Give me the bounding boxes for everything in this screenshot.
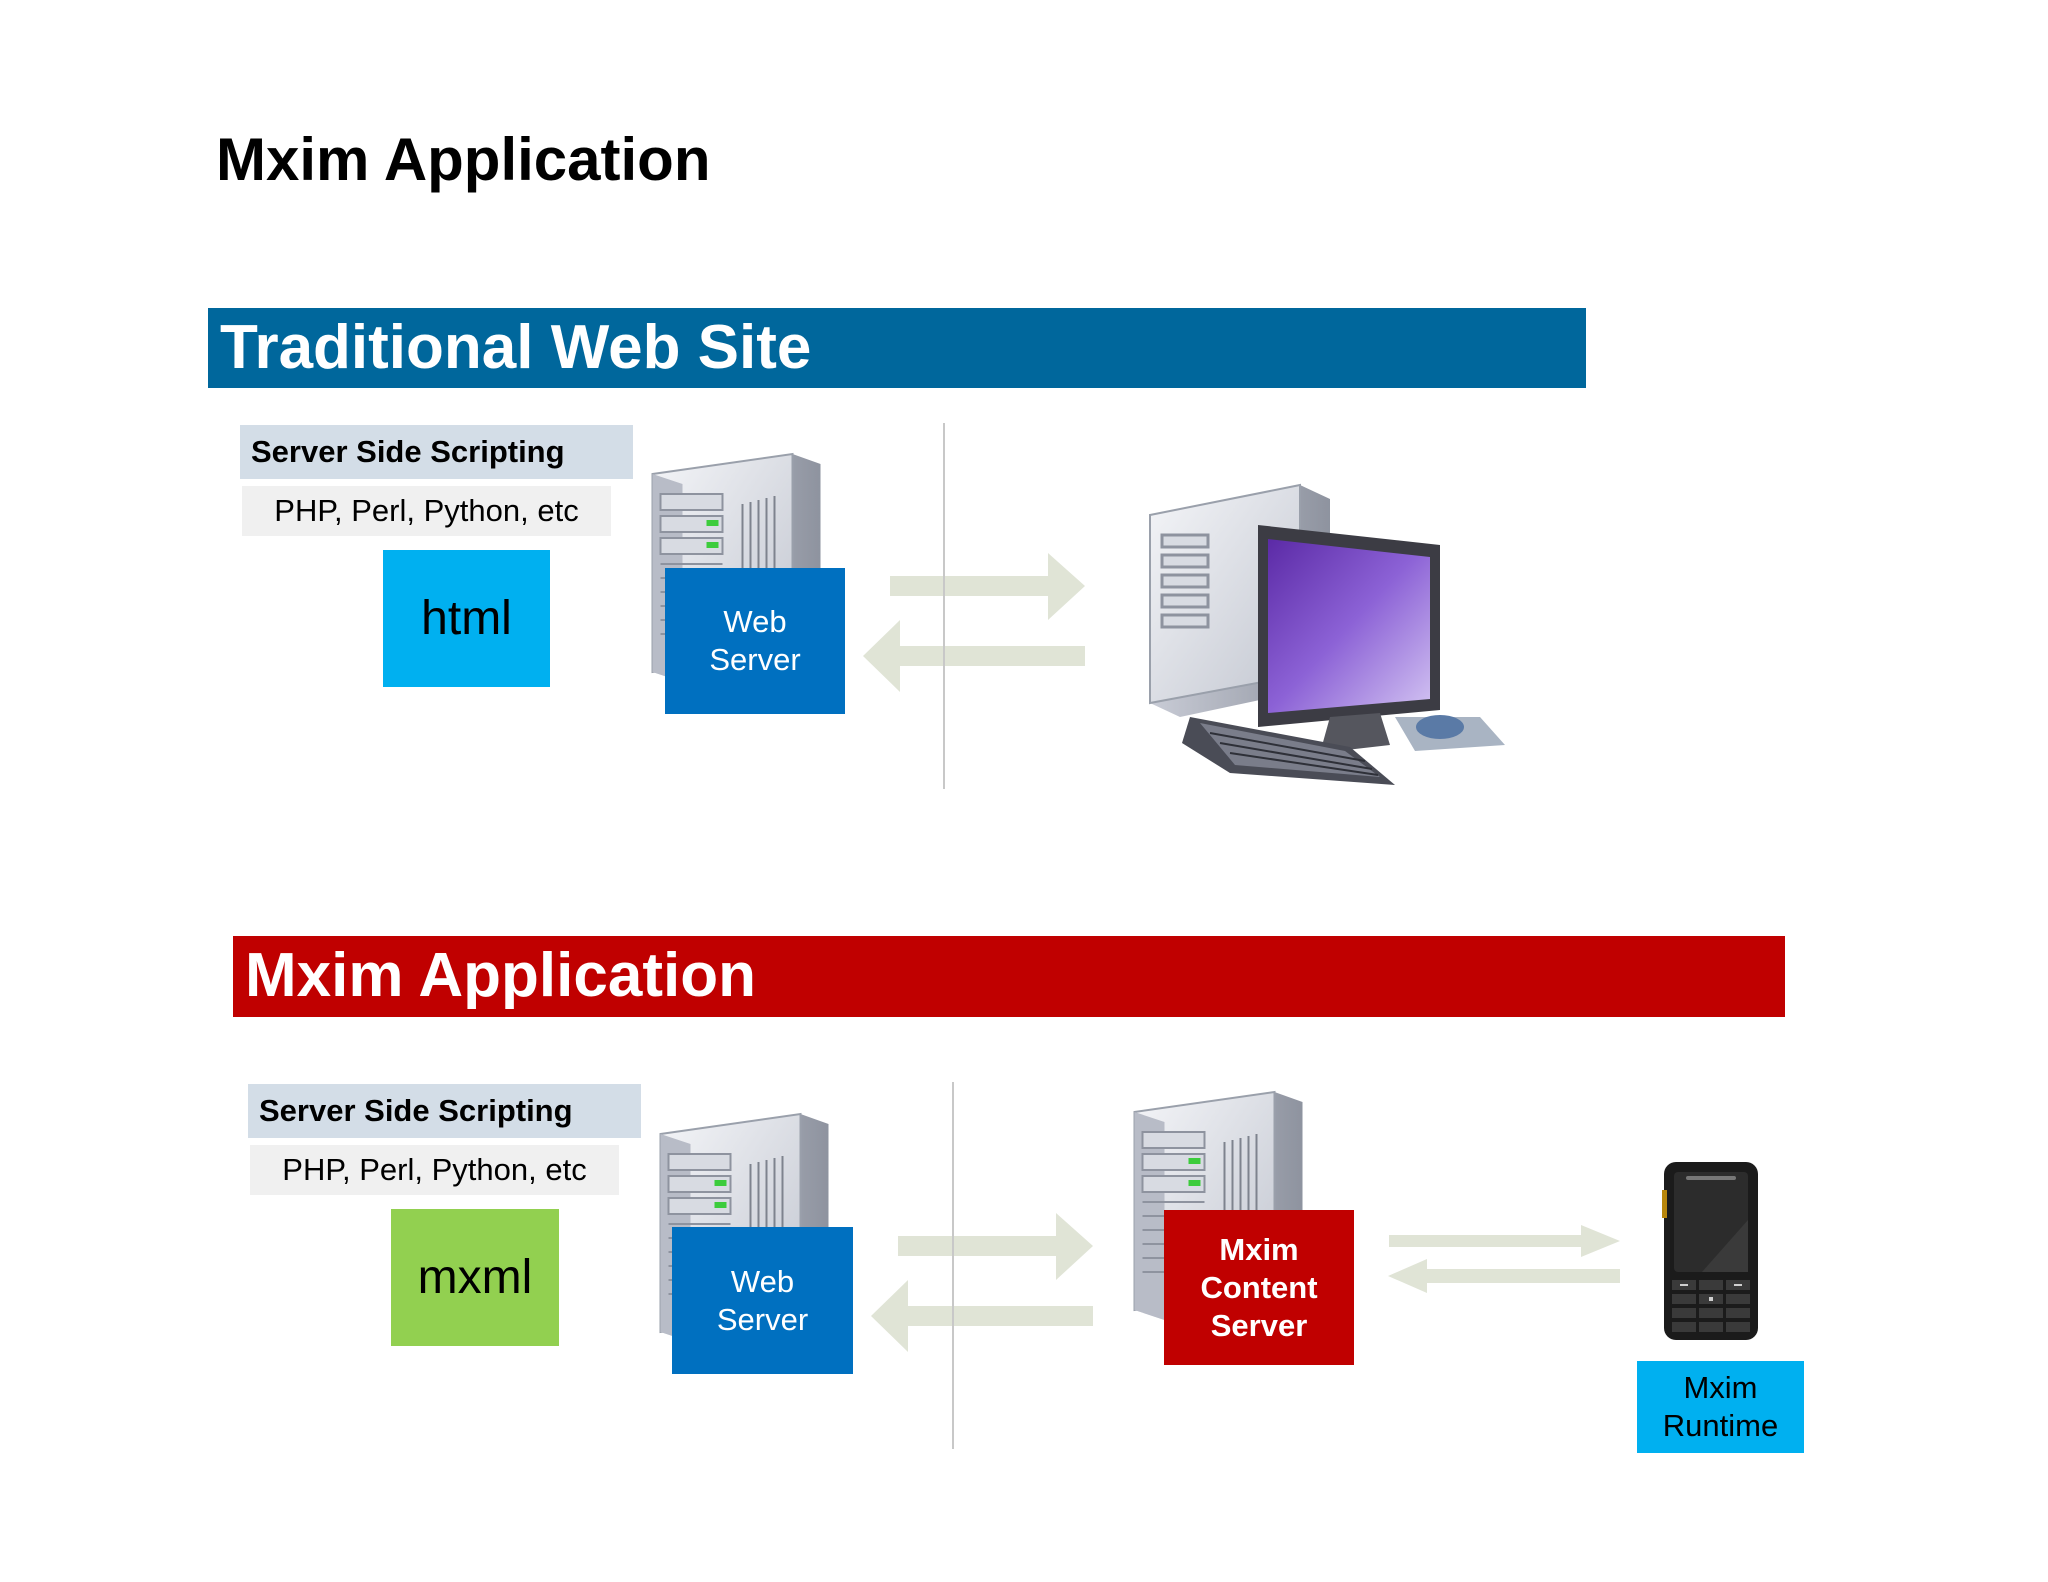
html-tag-label: html	[421, 592, 512, 645]
server-side-scripting-label: Server Side Scripting	[248, 1084, 641, 1138]
web-server-box: Web Server	[672, 1227, 853, 1374]
runtime-label-line2: Runtime	[1662, 1408, 1779, 1443]
desktop-computer-icon	[1149, 483, 1505, 785]
scripting-languages-label: PHP, Perl, Python, etc	[242, 486, 611, 536]
content-server-label-line3: Server	[1210, 1307, 1308, 1343]
web-server-label-line2: Server	[709, 642, 801, 677]
web-server-label-line1: Web	[723, 604, 787, 639]
server-side-scripting-label: Server Side Scripting	[240, 425, 633, 479]
double-arrow-icon	[1388, 1225, 1620, 1293]
divider-line	[952, 1082, 954, 1449]
mxim-content-server-box: Mxim Content Server	[1164, 1210, 1354, 1365]
mxim-runtime-box: Mxim Runtime	[1637, 1361, 1804, 1453]
web-server-box: Web Server	[665, 568, 845, 714]
content-server-label-line2: Content	[1200, 1269, 1318, 1305]
divider-line	[943, 423, 945, 789]
mxml-tag: mxml	[391, 1209, 559, 1346]
html-tag: html	[383, 550, 550, 687]
web-server-label-line1: Web	[730, 1263, 795, 1299]
mxml-tag-label: mxml	[417, 1251, 533, 1304]
mxim-application-banner: Mxim Application	[233, 936, 1785, 1017]
double-arrow-icon	[863, 553, 1085, 692]
scripting-languages-label: PHP, Perl, Python, etc	[250, 1145, 619, 1195]
page-title: Mxim Application	[216, 126, 711, 193]
traditional-web-site-banner: Traditional Web Site	[208, 308, 1586, 388]
mobile-phone-icon	[1662, 1162, 1758, 1340]
runtime-label-line1: Mxim	[1683, 1370, 1758, 1405]
double-arrow-icon	[871, 1213, 1093, 1352]
web-server-label-line2: Server	[716, 1301, 809, 1337]
content-server-label-line1: Mxim	[1219, 1231, 1299, 1267]
